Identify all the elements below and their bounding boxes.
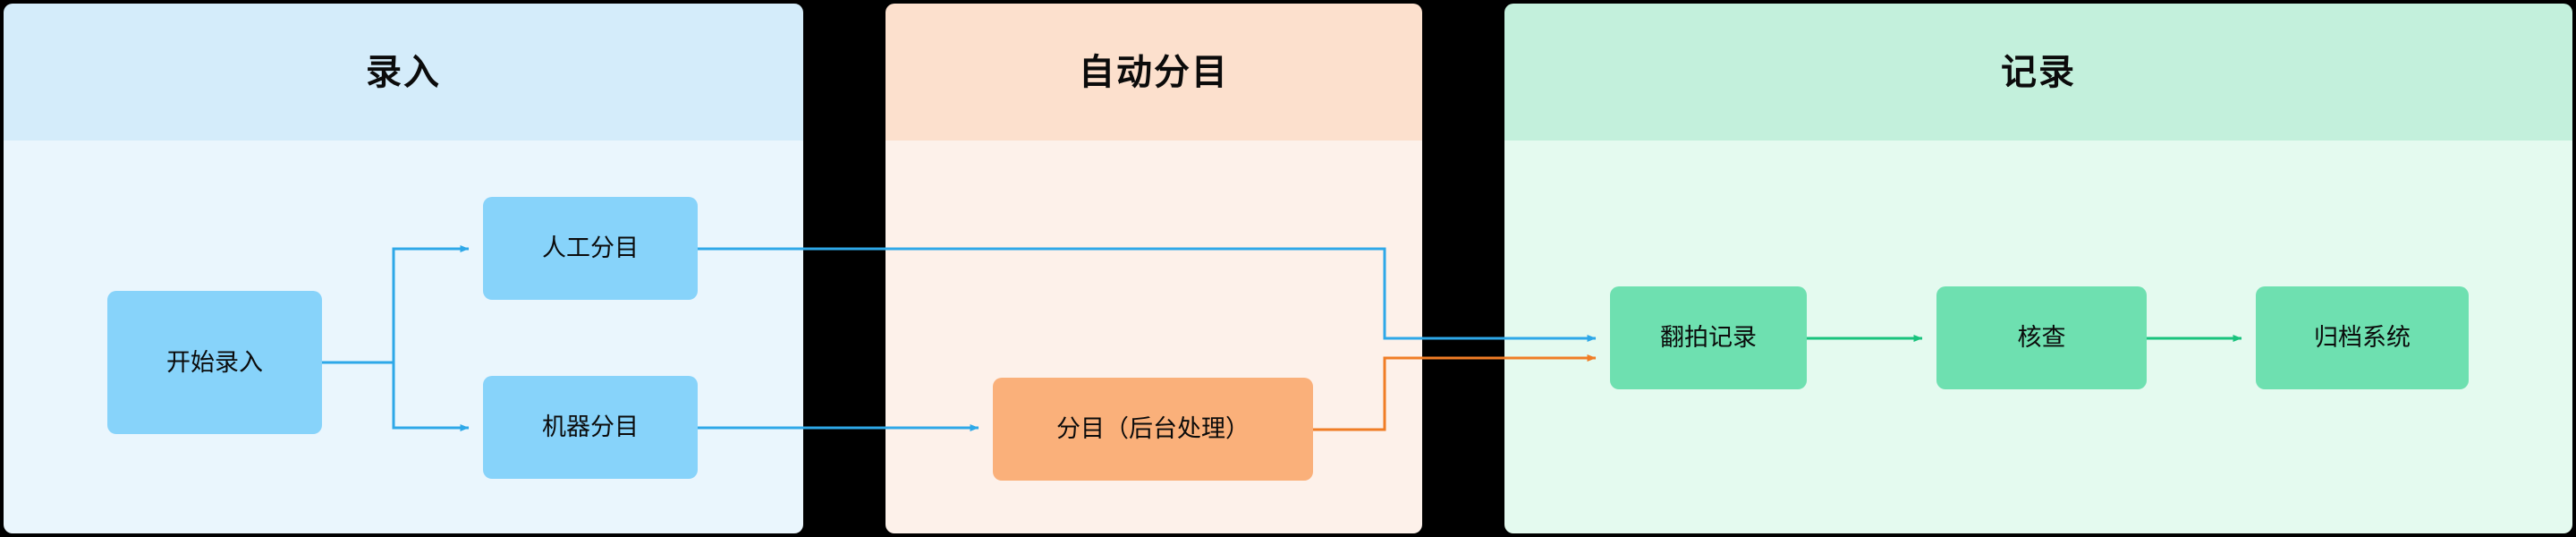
lane-entry-header: 录入 [4, 4, 803, 141]
node-backend-sorting[interactable]: 分目（后台处理） [993, 378, 1313, 481]
node-manual-sorting[interactable]: 人工分目 [483, 197, 698, 300]
lane-record-header: 记录 [1504, 4, 2572, 141]
node-start-entry[interactable]: 开始录入 [107, 291, 322, 434]
node-archive-system[interactable]: 归档系统 [2256, 286, 2469, 389]
node-backend-sorting-label: 分目（后台处理） [1056, 415, 1250, 443]
node-verify-label: 核查 [2017, 324, 2066, 352]
node-rephoto-record[interactable]: 翻拍记录 [1610, 286, 1807, 389]
node-archive-system-label: 归档系统 [2314, 324, 2411, 352]
node-machine-sorting[interactable]: 机器分目 [483, 376, 698, 479]
node-start-entry-label: 开始录入 [166, 348, 263, 377]
lane-record: 记录 [1504, 4, 2572, 533]
lane-auto-title: 自动分目 [1079, 51, 1229, 93]
lane-record-title: 记录 [2001, 51, 2076, 93]
node-manual-sorting-label: 人工分目 [542, 234, 639, 262]
lane-auto-header: 自动分目 [886, 4, 1422, 141]
node-rephoto-record-label: 翻拍记录 [1660, 324, 1757, 352]
node-verify[interactable]: 核查 [1936, 286, 2147, 389]
node-machine-sorting-label: 机器分目 [542, 413, 639, 441]
lane-entry-title: 录入 [366, 51, 441, 93]
